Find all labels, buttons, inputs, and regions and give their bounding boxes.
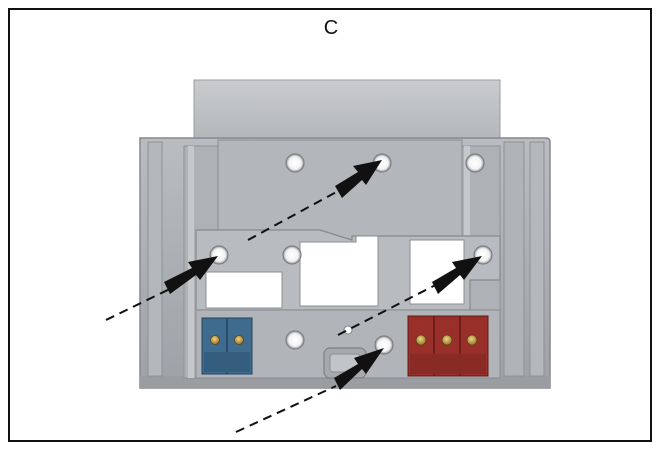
guide-line [247,189,341,241]
figure-frame [8,8,652,442]
right-rail [529,141,545,377]
small-hole [343,325,353,335]
cutout-center [299,235,379,307]
left-rail [147,141,163,377]
mounting-hole-icon [285,153,305,173]
right-inner-rail [503,141,525,377]
screw-icon [441,334,453,346]
screw-icon [415,334,427,346]
arrow-icon [334,348,384,390]
top-strip [193,79,501,143]
terminal-block-icon [201,317,253,375]
arrow-icon [432,256,482,294]
arrow-icon [335,160,382,198]
mounting-hole-icon [285,330,305,350]
screw-icon [234,335,244,345]
screw-icon [210,335,220,345]
mounting-hole-icon [282,245,302,265]
screw-icon [466,334,478,346]
terminal-block-icon [407,315,489,377]
mounting-hole-icon [465,153,485,173]
arrows [164,160,482,390]
panel-label: C [323,17,339,39]
guide-line [105,284,179,321]
cutout-left [205,271,283,309]
guide-line [235,385,337,433]
arrow-icon [164,256,218,294]
